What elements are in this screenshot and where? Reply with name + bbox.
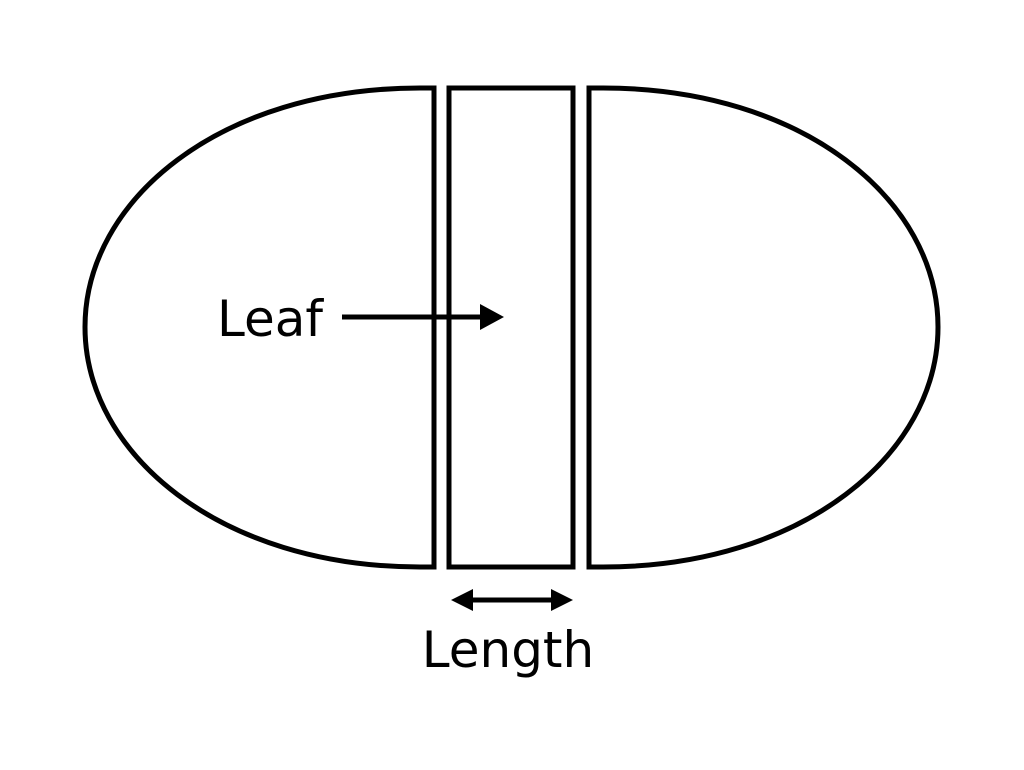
length-arrow-head-right <box>551 589 573 611</box>
left-table-half <box>82 85 437 570</box>
leaf-label: Leaf <box>217 290 324 348</box>
center-leaf <box>446 85 576 570</box>
right-table-half <box>586 85 941 570</box>
length-dimension-arrow <box>451 589 573 611</box>
length-label: Length <box>422 621 594 679</box>
leaf-arrow <box>342 304 504 330</box>
length-arrow-head-left <box>451 589 473 611</box>
leaf-arrow-head <box>480 304 504 330</box>
